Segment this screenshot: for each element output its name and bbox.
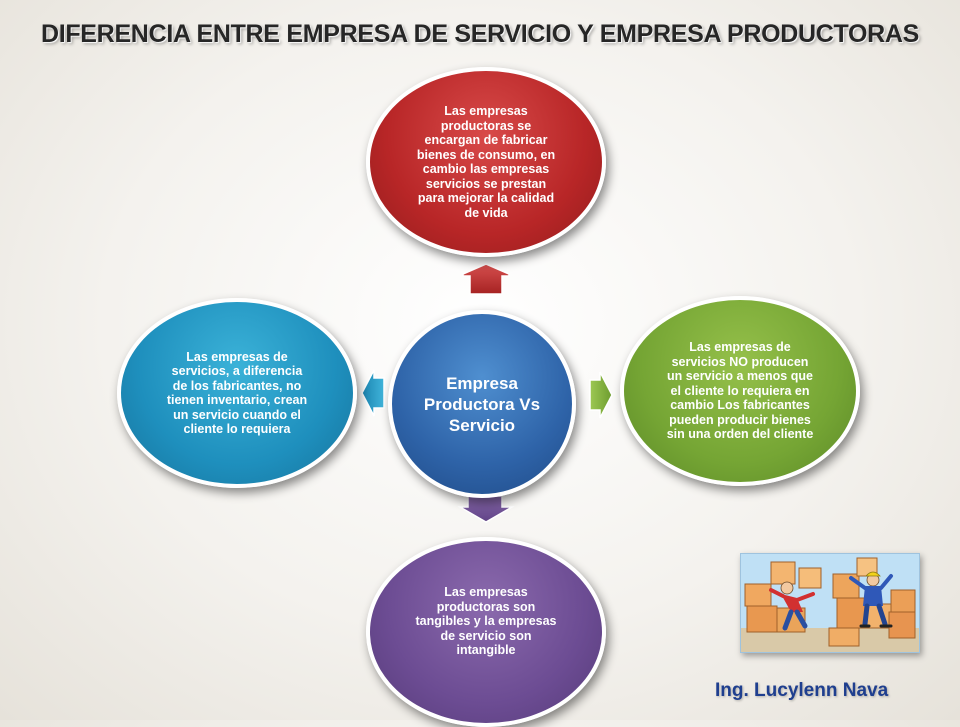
- arrow-up: [462, 263, 510, 295]
- node-top-text: Las empresas productoras se encargan de …: [416, 104, 556, 220]
- center-node: Empresa Productora Vs Servicio: [388, 310, 576, 498]
- author-credit: Ing. Lucylenn Nava: [715, 680, 889, 701]
- node-right: Las empresas de servicios NO producen un…: [620, 296, 860, 486]
- arrow-down: [457, 495, 515, 523]
- node-left: Las empresas de servicios, a diferencia …: [117, 298, 357, 488]
- page-title: DIFERENCIA ENTRE EMPRESA DE SERVICIO Y E…: [40, 20, 920, 48]
- center-node-text: Empresa Productora Vs Servicio: [423, 373, 541, 435]
- node-bottom: Las empresas productoras son tangibles y…: [366, 537, 606, 727]
- node-bottom-text: Las empresas productoras son tangibles y…: [415, 585, 557, 657]
- node-top: Las empresas productoras se encargan de …: [366, 67, 606, 257]
- arrow-left: [361, 369, 385, 417]
- arrow-right: [589, 371, 613, 419]
- node-right-text: Las empresas de servicios NO producen un…: [666, 340, 814, 442]
- workers-boxes-illustration: [740, 553, 920, 653]
- node-left-text: Las empresas de servicios, a diferencia …: [166, 349, 308, 437]
